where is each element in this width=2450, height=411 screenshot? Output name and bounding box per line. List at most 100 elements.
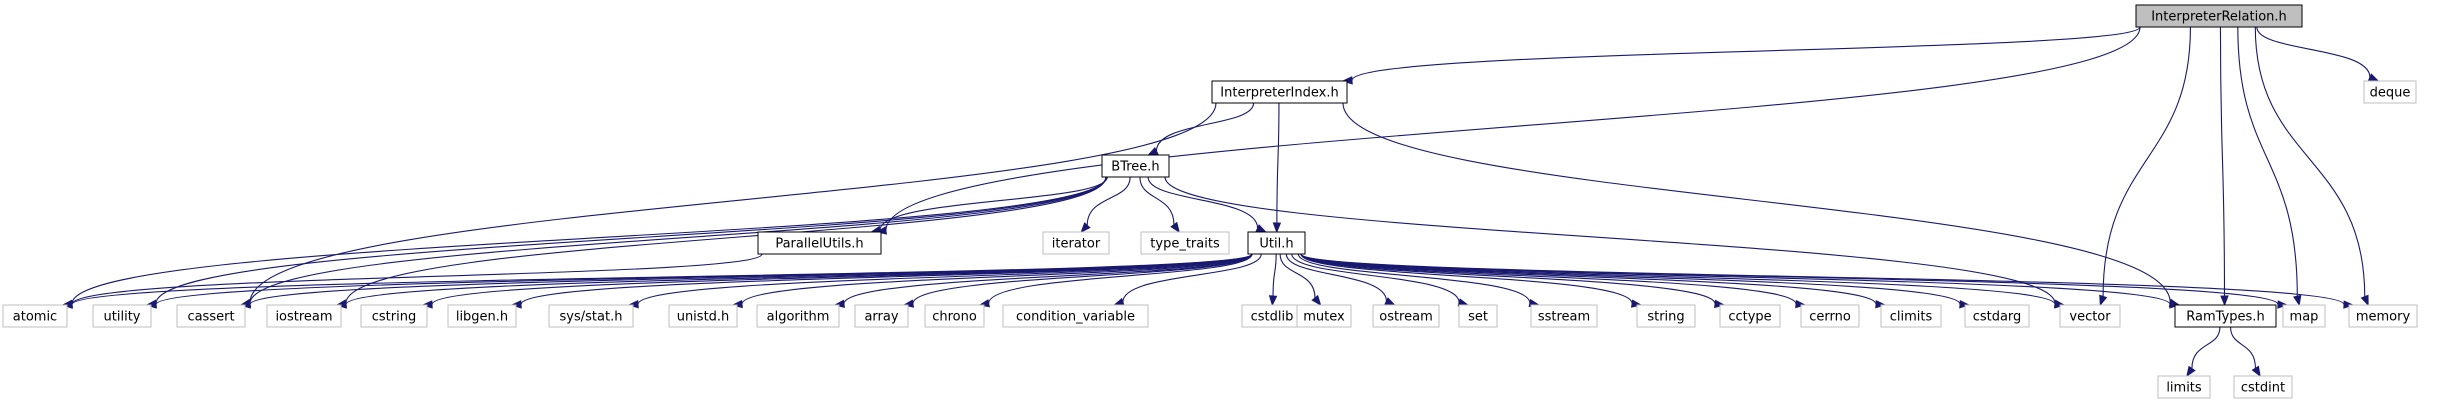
arrowhead-Util-to-climits <box>1875 299 1887 309</box>
node-box <box>757 231 882 255</box>
node-InterpreterRelation[interactable]: InterpreterRelation.h <box>2135 4 2303 28</box>
node-label: libgen.h <box>456 310 508 325</box>
arrowhead-RamTypes-to-cstdint <box>2251 365 2261 378</box>
arrowhead-Util-to-atomic <box>61 300 73 309</box>
node-InterpreterIndex[interactable]: InterpreterIndex.h <box>1211 80 1348 104</box>
node-box <box>1211 80 1348 104</box>
edge-BTree-to-atomic <box>71 176 1107 304</box>
node-type_traits: type_traits <box>1140 231 1230 255</box>
edge-Util-to-sstream <box>1297 253 1531 304</box>
edge-Util-to-cerrno <box>1300 253 1797 305</box>
node-box <box>1880 304 1942 328</box>
edge-InterpreterRelation-to-RamTypes <box>2219 26 2226 297</box>
node-box <box>1636 304 1696 328</box>
node-limits: limits <box>2157 375 2211 399</box>
edge-BTree-to-type_traits <box>1139 176 1175 225</box>
node-cerrno: cerrno <box>1800 304 1860 328</box>
node-label: memory <box>2356 310 2411 325</box>
edge-InterpreterRelation-to-map <box>2237 26 2298 297</box>
edge-BTree-to-utility <box>155 176 1107 304</box>
node-cstring: cstring <box>360 304 428 328</box>
edge-InterpreterIndex-to-Util <box>1276 102 1280 224</box>
node-label: cerrno <box>1809 310 1851 325</box>
arrowhead-BTree-to-type_traits <box>1170 221 1180 234</box>
edge-Util-to-string <box>1300 253 1633 304</box>
node-array: array <box>854 304 909 328</box>
node-cstdlib: cstdlib <box>1241 304 1303 328</box>
arrowhead-RamTypes-to-limits <box>2186 365 2196 378</box>
edge-Util-to-unistd <box>741 253 1253 305</box>
node-label: iterator <box>1052 237 1101 252</box>
node-string: string <box>1636 304 1696 328</box>
node-box <box>2157 375 2211 399</box>
node-RamTypes[interactable]: RamTypes.h <box>2174 304 2277 328</box>
node-box <box>668 304 738 328</box>
node-box <box>2174 304 2277 328</box>
arrowhead-InterpreterIndex-to-Util <box>1272 222 1282 234</box>
node-label: type_traits <box>1150 237 1220 252</box>
edge-ParallelUtils-to-atomic <box>71 253 763 305</box>
edge-Util-to-libgen <box>520 253 1253 305</box>
node-condition_variable: condition_variable <box>1002 304 1149 328</box>
node-box <box>1042 231 1110 255</box>
node-label: cctype <box>1728 310 1771 325</box>
node-label: cassert <box>187 310 234 325</box>
arrowhead-Util-to-cstring <box>421 300 433 309</box>
edge-Util-to-cctype <box>1300 253 1716 305</box>
edge-InterpreterIndex-to-BTree <box>1155 102 1255 152</box>
node-box <box>2363 80 2417 104</box>
node-label: cstdint <box>2241 381 2285 396</box>
node-vector: vector <box>2059 304 2121 328</box>
node-label: condition_variable <box>1016 310 1135 325</box>
edge-InterpreterRelation-to-ParallelUtils <box>885 26 2141 231</box>
edge-Util-to-algorithm <box>843 253 1253 305</box>
edge-Util-to-condition_variable <box>1122 253 1262 303</box>
node-label: sstream <box>1538 310 1590 325</box>
edge-BTree-to-ParallelUtils <box>879 176 1108 231</box>
node-mutex: mutex <box>1296 304 1352 328</box>
arrowhead-Util-to-cctype <box>1714 299 1726 309</box>
node-libgen: libgen.h <box>447 304 517 328</box>
node-label: mutex <box>1303 310 1345 325</box>
node-memory: memory <box>2348 304 2418 328</box>
edge-Util-to-ostream <box>1285 253 1388 302</box>
arrowhead-Util-to-mutex <box>1311 294 1322 307</box>
node-box <box>1296 304 1352 328</box>
node-box <box>266 304 342 328</box>
node-BTree[interactable]: BTree.h <box>1101 154 1170 178</box>
edge-Util-to-array <box>912 253 1253 304</box>
arrowhead-Util-to-condition_variable <box>1113 297 1125 306</box>
node-box <box>2282 304 2326 328</box>
edge-Util-to-cstdlib <box>1272 253 1277 297</box>
node-box <box>2059 304 2121 328</box>
node-label: Util.h <box>1259 237 1293 252</box>
node-ostream: ostream <box>1372 304 1440 328</box>
node-box <box>1458 304 1498 328</box>
edge-Util-to-sysstat <box>637 253 1253 305</box>
node-label: cstdarg <box>1973 310 2022 325</box>
arrowhead-BTree-to-iterator <box>1080 222 1091 234</box>
node-box <box>447 304 517 328</box>
arrowhead-Util-to-unistd <box>731 299 743 309</box>
node-Util[interactable]: Util.h <box>1247 231 1306 255</box>
node-box <box>2 304 68 328</box>
node-box <box>1372 304 1440 328</box>
node-box <box>854 304 909 328</box>
node-climits: climits <box>1880 304 1942 328</box>
edge-BTree-to-Util <box>1147 176 1259 229</box>
node-box <box>1247 231 1306 255</box>
node-algorithm: algorithm <box>756 304 840 328</box>
node-label: vector <box>2069 310 2111 325</box>
node-iostream: iostream <box>266 304 342 328</box>
arrowhead-Util-to-cerrno <box>1795 299 1807 309</box>
node-ParallelUtils[interactable]: ParallelUtils.h <box>757 231 882 255</box>
edge-Util-to-climits <box>1300 253 1877 305</box>
node-chrono: chrono <box>924 304 985 328</box>
node-box <box>2233 375 2293 399</box>
node-label: BTree.h <box>1111 160 1159 175</box>
edge-RamTypes-to-cstdint <box>2230 326 2256 369</box>
node-utility: utility <box>92 304 152 328</box>
node-set: set <box>1458 304 1498 328</box>
edge-RamTypes-to-limits <box>2191 326 2221 369</box>
arrowhead-InterpreterRelation-to-memory <box>2360 294 2369 307</box>
